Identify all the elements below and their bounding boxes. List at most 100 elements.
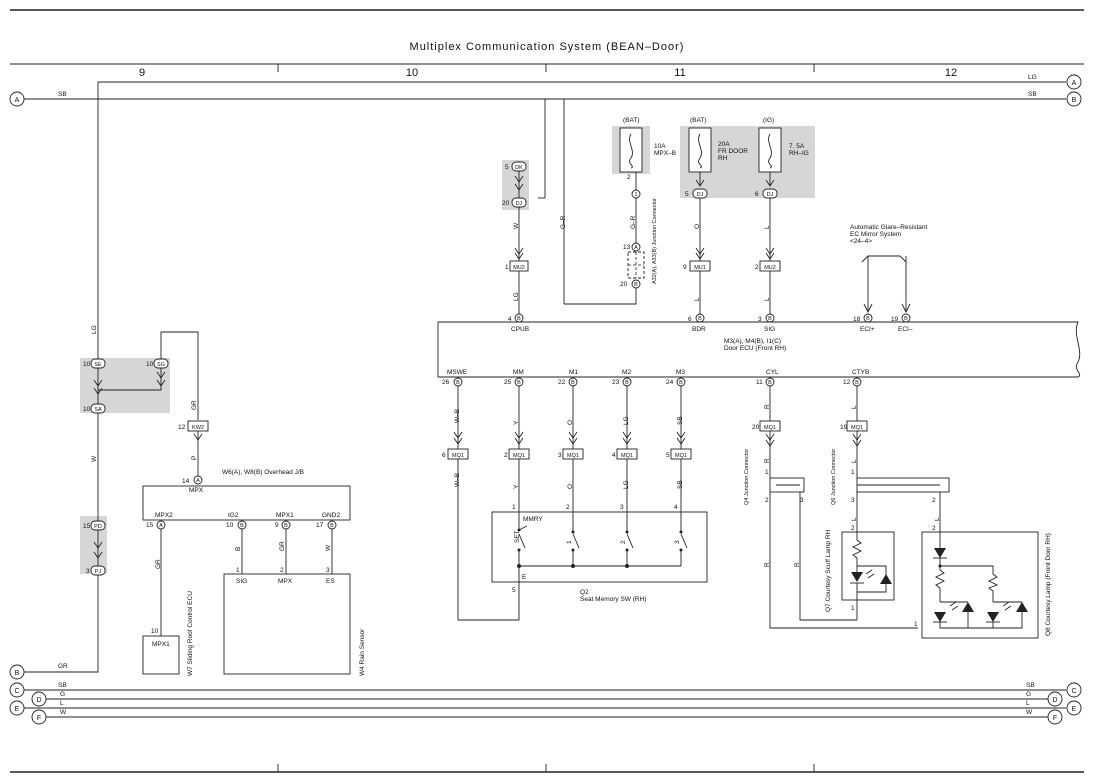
junction-sa: 10 SA bbox=[83, 403, 106, 414]
junction-pj: 3 PJ bbox=[86, 565, 106, 576]
svg-text:B: B bbox=[15, 670, 20, 677]
svg-text:Y: Y bbox=[513, 484, 520, 489]
svg-text:Y: Y bbox=[513, 420, 520, 425]
svg-text:M3: M3 bbox=[676, 369, 685, 376]
svg-text:R: R bbox=[764, 404, 771, 409]
junction-dk: 5 DK bbox=[505, 161, 527, 172]
column-11: 11 bbox=[674, 67, 685, 79]
svg-text:1: 1 bbox=[512, 504, 516, 511]
svg-text:6: 6 bbox=[442, 452, 446, 459]
seat-memory-switch bbox=[491, 511, 708, 583]
connector-e-right: E bbox=[1066, 700, 1082, 716]
svg-text:B: B bbox=[698, 316, 702, 322]
svg-text:DK: DK bbox=[515, 165, 523, 171]
svg-text:5: 5 bbox=[685, 191, 689, 198]
svg-text:DJ: DJ bbox=[767, 192, 774, 198]
svg-text:E: E bbox=[1072, 706, 1077, 713]
svg-text:3: 3 bbox=[800, 497, 804, 504]
mq-column-4: LG 4 MQ1 LG bbox=[612, 386, 638, 512]
svg-text:W–B: W–B bbox=[454, 473, 461, 487]
svg-text:L: L bbox=[851, 459, 858, 463]
connector-e-left: E bbox=[9, 700, 25, 716]
svg-text:18: 18 bbox=[853, 316, 861, 323]
wire-p-kw2: P bbox=[191, 456, 198, 460]
svg-text:C: C bbox=[14, 688, 19, 695]
svg-text:MQ1: MQ1 bbox=[851, 425, 863, 431]
svg-text:B: B bbox=[634, 282, 638, 288]
svg-text:22: 22 bbox=[558, 379, 566, 386]
svg-text:MPX1: MPX1 bbox=[152, 641, 170, 648]
mq-column-6: R 20 MQ1 R bbox=[752, 386, 781, 478]
led-icon bbox=[851, 572, 863, 582]
svg-text:B: B bbox=[768, 380, 772, 386]
svg-text:1: 1 bbox=[566, 540, 573, 544]
svg-text:1: 1 bbox=[914, 621, 918, 628]
svg-text:23: 23 bbox=[612, 379, 620, 386]
bus-b2-color: GR bbox=[58, 663, 68, 670]
svg-text:20: 20 bbox=[752, 424, 760, 431]
overhead-jb-name: W6(A), W8(B) Overhead J/B bbox=[222, 469, 304, 476]
junction-pd: 15 PD bbox=[83, 520, 106, 531]
svg-text:11: 11 bbox=[756, 379, 763, 386]
svg-text:L: L bbox=[851, 405, 858, 409]
svg-text:2: 2 bbox=[765, 497, 769, 504]
svg-text:MU2: MU2 bbox=[764, 265, 776, 271]
svg-text:MQ1: MQ1 bbox=[621, 453, 633, 459]
svg-text:MU2: MU2 bbox=[513, 265, 525, 271]
svg-text:CTYB: CTYB bbox=[852, 369, 869, 376]
junction-sg: 10 SG bbox=[146, 358, 169, 369]
svg-text:G: G bbox=[60, 691, 65, 698]
svg-text:SE: SE bbox=[94, 362, 102, 368]
svg-text:10: 10 bbox=[151, 628, 159, 635]
svg-text:4: 4 bbox=[674, 504, 678, 511]
svg-text:M2: M2 bbox=[622, 369, 631, 376]
svg-text:D: D bbox=[1052, 697, 1057, 704]
svg-text:W: W bbox=[1026, 709, 1033, 716]
svg-text:W: W bbox=[60, 709, 67, 716]
svg-text:A: A bbox=[634, 245, 638, 251]
svg-text:CPUB: CPUB bbox=[511, 326, 529, 333]
svg-text:C: C bbox=[1071, 688, 1076, 695]
svg-text:PJ: PJ bbox=[95, 569, 102, 575]
svg-text:1: 1 bbox=[765, 469, 769, 476]
svg-text:3: 3 bbox=[851, 497, 855, 504]
svg-text:W: W bbox=[325, 544, 332, 551]
svg-text:ES: ES bbox=[326, 578, 335, 585]
svg-text:B: B bbox=[456, 380, 460, 386]
svg-text:O: O bbox=[694, 224, 701, 229]
svg-text:6: 6 bbox=[755, 191, 759, 198]
switch-contacts bbox=[458, 512, 688, 621]
svg-text:LG: LG bbox=[623, 480, 630, 489]
svg-text:DJ: DJ bbox=[697, 192, 704, 198]
svg-text:(BAT): (BAT) bbox=[690, 117, 707, 124]
svg-text:B: B bbox=[679, 380, 683, 386]
pin-14: 14 bbox=[182, 478, 190, 485]
svg-text:MM: MM bbox=[513, 369, 524, 376]
mq-column-7: L 19 MQ1 L bbox=[840, 386, 868, 478]
svg-text:MU1: MU1 bbox=[694, 265, 706, 271]
svg-text:5: 5 bbox=[512, 587, 516, 594]
svg-text:19: 19 bbox=[891, 316, 899, 323]
svg-text:B: B bbox=[571, 380, 575, 386]
bus-a-color: LG bbox=[1028, 74, 1037, 81]
junction-mu2-left: 1 MU2 bbox=[505, 260, 529, 272]
connector-a-right: A bbox=[1066, 74, 1082, 90]
svg-text:LG: LG bbox=[623, 416, 630, 425]
rain-sensor-label: W4 Rain Sensor bbox=[359, 628, 366, 676]
column-10: 10 bbox=[406, 67, 418, 79]
overhead-jb bbox=[142, 485, 351, 521]
svg-text:20: 20 bbox=[502, 200, 510, 207]
svg-text:2: 2 bbox=[627, 174, 631, 181]
svg-text:13: 13 bbox=[623, 244, 631, 251]
q7-label: Q7 Courtesy Scuff Lamp RH bbox=[825, 529, 832, 612]
svg-text:12: 12 bbox=[178, 424, 186, 431]
diode-icon bbox=[880, 574, 892, 584]
diagram-title: Multiplex Communication System (BEAN–Doo… bbox=[410, 41, 685, 53]
svg-text:B: B bbox=[240, 523, 244, 529]
svg-text:MSWE: MSWE bbox=[447, 369, 468, 376]
svg-text:17: 17 bbox=[316, 522, 324, 529]
svg-text:4: 4 bbox=[612, 452, 616, 459]
